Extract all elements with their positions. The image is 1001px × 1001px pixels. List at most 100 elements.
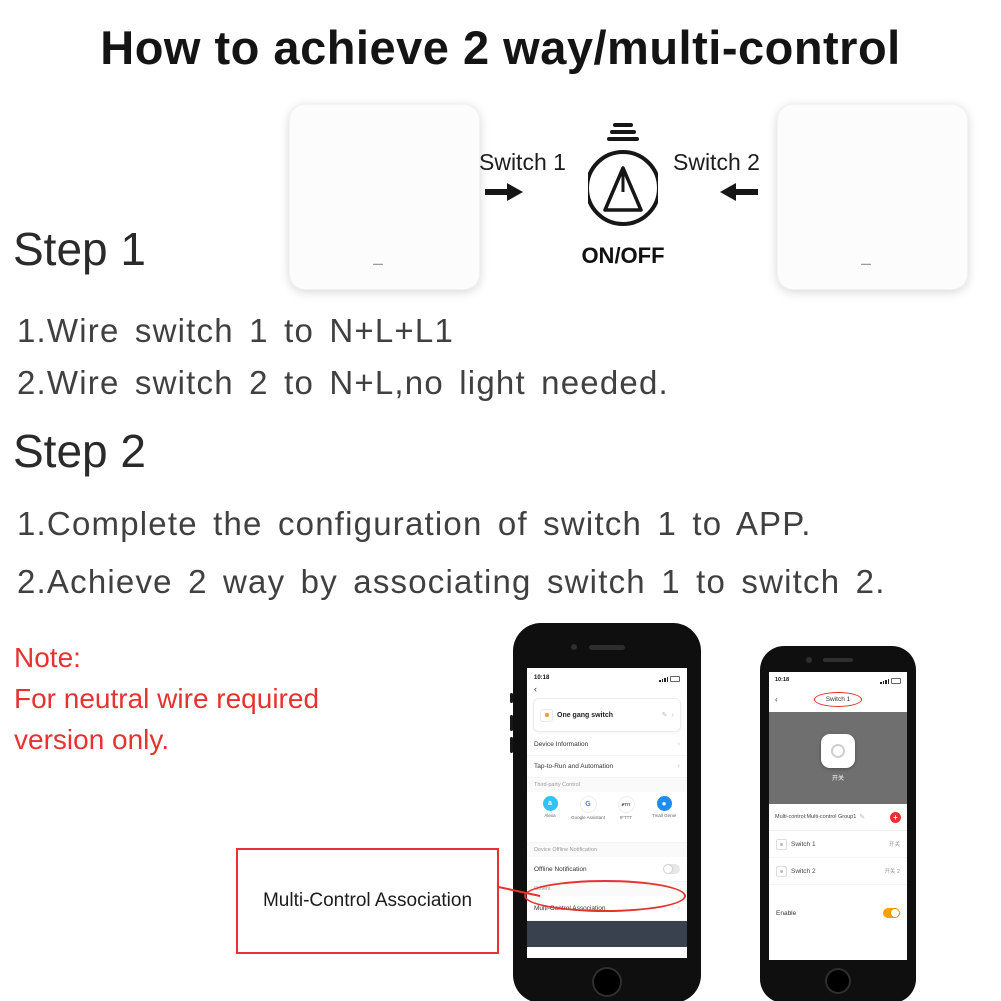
wall-switch-2: – bbox=[777, 104, 968, 290]
row-label: Switch 2 bbox=[791, 867, 816, 875]
enable-row: Enable bbox=[769, 901, 907, 925]
third-party-services: a Alexa G Google Assistant IFTTT IFTTT ●… bbox=[527, 792, 687, 843]
add-group-icon[interactable]: + bbox=[890, 811, 901, 823]
row-label: Device Information bbox=[534, 741, 589, 748]
earpiece bbox=[823, 658, 853, 662]
enable-toggle[interactable] bbox=[883, 908, 900, 918]
arrow-right-icon bbox=[485, 183, 523, 201]
step2-line2: 2.Achieve 2 way by associating switch 1 … bbox=[17, 563, 886, 600]
multi-control-group-row[interactable]: Multi-control:Multi-control Group1 ✎ + bbox=[769, 804, 907, 831]
front-camera bbox=[571, 644, 577, 650]
screen-header: ‹ Switch 1 bbox=[769, 686, 907, 712]
enable-label: Enable bbox=[776, 909, 797, 917]
back-icon[interactable]: ‹ bbox=[775, 694, 778, 704]
callout-label: Multi-Control Association bbox=[262, 890, 473, 911]
service-alexa[interactable]: a Alexa bbox=[532, 796, 568, 842]
row-label: Offline Notification bbox=[534, 865, 587, 873]
row-label: Tap-to-Run and Automation bbox=[534, 763, 614, 770]
device-icon bbox=[540, 708, 553, 722]
clock: 10:18 bbox=[775, 677, 790, 683]
row-label: Multi-Control Association bbox=[534, 904, 606, 912]
earpiece bbox=[589, 645, 625, 650]
signal-icon bbox=[659, 676, 668, 682]
note-line1: For neutral wire required bbox=[14, 683, 320, 714]
status-icons bbox=[659, 669, 680, 687]
offline-toggle[interactable] bbox=[663, 864, 680, 874]
status-bar: 10:18 bbox=[527, 668, 687, 684]
row-value: 开关 2 bbox=[884, 869, 900, 875]
mute-switch bbox=[510, 693, 513, 703]
edit-pencil-icon[interactable]: ✎ bbox=[859, 814, 866, 821]
chevron-right-icon: › bbox=[677, 741, 680, 748]
section-device-offline-notification: Device Offline Notification bbox=[527, 843, 687, 857]
settings-screen: 10:18 ‹ One gang switch ✎ › Device Infor… bbox=[527, 668, 687, 958]
switch1-label: Switch 1 bbox=[479, 149, 566, 175]
row-device-information[interactable]: Device Information › bbox=[527, 734, 687, 756]
multi-control-callout: Multi-Control Association bbox=[236, 848, 499, 954]
home-button[interactable] bbox=[592, 967, 622, 997]
spacer bbox=[769, 885, 907, 901]
step1-line1: 1.Wire switch 1 to N+L+L1 bbox=[17, 312, 455, 349]
volume-down-button bbox=[510, 737, 513, 753]
edit-pencil-icon[interactable]: ✎ bbox=[661, 712, 668, 719]
switch-caption: 开关 bbox=[831, 776, 844, 782]
tmall-genie-icon: ● bbox=[656, 796, 672, 811]
service-tmall-genie[interactable]: ● Tmall Genie bbox=[646, 796, 682, 842]
note-title: Note: bbox=[14, 642, 81, 673]
service-ifttt[interactable]: IFTTT IFTTT bbox=[608, 796, 644, 842]
phone-mockup-multi-control: 10:18 ‹ Switch 1 开关 Multi-control:Multi-… bbox=[760, 646, 916, 1001]
signal-icon bbox=[880, 679, 889, 684]
switch-button[interactable] bbox=[821, 734, 855, 768]
group-label: Multi-control:Multi-control Group1 bbox=[775, 814, 857, 820]
phone-mockup-settings: 10:18 ‹ One gang switch ✎ › Device Infor… bbox=[510, 623, 701, 1001]
chevron-right-icon: › bbox=[677, 763, 680, 770]
light-bulb-icon bbox=[588, 123, 658, 226]
note-line2: version only. bbox=[14, 724, 170, 755]
home-button[interactable] bbox=[825, 968, 851, 994]
switch1-badge-highlighted: Switch 1 bbox=[813, 691, 863, 707]
note-block: Note: For neutral wire required version … bbox=[14, 637, 319, 760]
status-icons bbox=[880, 672, 901, 689]
service-google-assistant[interactable]: G Google Assistant bbox=[570, 796, 606, 842]
device-name: One gang switch bbox=[557, 711, 614, 719]
status-bar: 10:18 bbox=[769, 672, 907, 686]
battery-icon bbox=[891, 678, 901, 684]
google-assistant-icon: G bbox=[579, 796, 597, 813]
switch-mini-icon bbox=[776, 865, 787, 877]
section-third-party-control: Third-party Control bbox=[527, 778, 687, 792]
volume-up-button bbox=[510, 715, 513, 731]
arrow-left-icon bbox=[720, 183, 758, 201]
row-multi-control-association[interactable]: Multi-Control Association › bbox=[527, 896, 687, 921]
step1-heading: Step 1 bbox=[13, 223, 146, 275]
section-others: Others bbox=[527, 882, 687, 896]
clock: 10:18 bbox=[534, 674, 550, 681]
row-label: Switch 1 bbox=[791, 840, 816, 848]
back-icon[interactable]: ‹ bbox=[534, 684, 537, 694]
ifttt-icon: IFTTT bbox=[617, 796, 635, 813]
chevron-right-icon: › bbox=[677, 904, 680, 912]
group-switch2-row[interactable]: Switch 2 开关 2 bbox=[769, 858, 907, 885]
row-value: 开关 bbox=[888, 842, 900, 848]
alexa-icon: a bbox=[542, 796, 558, 811]
battery-icon bbox=[670, 675, 680, 682]
device-card[interactable]: One gang switch ✎ › bbox=[533, 698, 681, 732]
multi-control-screen: 10:18 ‹ Switch 1 开关 Multi-control:Multi-… bbox=[769, 672, 907, 960]
onoff-label: ON/OFF bbox=[581, 243, 665, 268]
step1-line2: 2.Wire switch 2 to N+L,no light needed. bbox=[17, 364, 669, 401]
page-title: How to achieve 2 way/multi-control bbox=[100, 21, 901, 74]
step2-line1: 1.Complete the configuration of switch 1… bbox=[17, 505, 812, 542]
partial-scrolled-row bbox=[527, 921, 687, 947]
wall-switch-1: – bbox=[289, 104, 480, 290]
switch-rocker-mark: – bbox=[373, 253, 384, 273]
switch-rocker-mark: – bbox=[861, 253, 872, 273]
step2-heading: Step 2 bbox=[13, 425, 146, 477]
switch2-label: Switch 2 bbox=[673, 149, 760, 175]
row-tap-to-run[interactable]: Tap-to-Run and Automation › bbox=[527, 756, 687, 778]
switch-button-dot bbox=[831, 744, 845, 758]
group-switch1-row[interactable]: Switch 1 开关 bbox=[769, 831, 907, 858]
chevron-right-icon: › bbox=[671, 711, 674, 719]
switch-mini-icon bbox=[776, 838, 787, 850]
switch-preview-area: 开关 bbox=[769, 712, 907, 804]
front-camera bbox=[806, 657, 812, 663]
